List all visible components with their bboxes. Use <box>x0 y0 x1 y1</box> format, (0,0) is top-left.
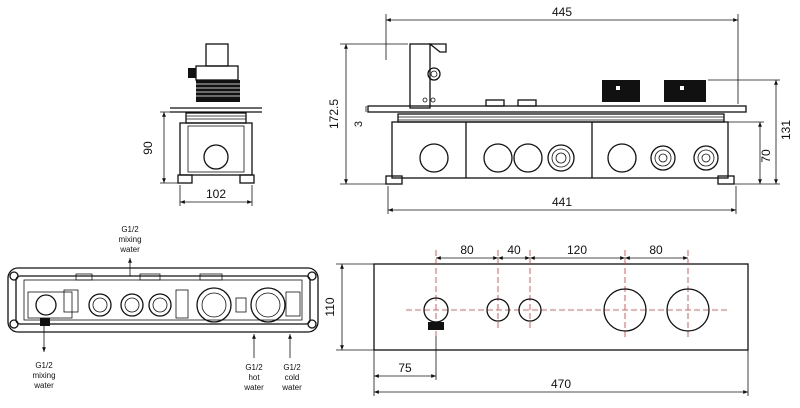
front-knob-left <box>602 80 640 102</box>
note-bottom-mixing-3: water <box>33 381 54 390</box>
note-bottom-mixing-2: mixing <box>32 371 55 380</box>
dim-front-right-lower: 70 <box>759 149 773 163</box>
side-cartridge-top <box>205 43 229 67</box>
note-hot-1: G1/2 <box>245 363 263 372</box>
dim-plate-spacing-4: 80 <box>649 243 663 257</box>
side-port-circle <box>203 144 229 170</box>
note-cold-2: cold <box>285 373 300 382</box>
dim-front-total-height: 172.5 <box>327 99 341 129</box>
front-port-6 <box>650 145 676 171</box>
dim-plate-width: 470 <box>551 377 571 391</box>
plate-button-1 <box>486 298 510 322</box>
note-bottom-mixing-1: G1/2 <box>35 361 53 370</box>
note-cold-3: water <box>281 383 302 392</box>
internal-outer-frame <box>7 267 319 333</box>
plate-button-2 <box>518 298 542 322</box>
side-view: 90 102 <box>141 43 262 206</box>
note-cold-1: G1/2 <box>283 363 301 372</box>
dim-side-width: 102 <box>206 187 226 201</box>
note-hot-3: water <box>243 383 264 392</box>
dim-plate-spacing-1: 80 <box>460 243 474 257</box>
faceplate <box>373 263 749 351</box>
plate-view: 80 40 120 80 110 75 470 <box>323 243 749 396</box>
front-port-5 <box>607 143 637 173</box>
dim-front-bottom-width: 441 <box>552 195 572 209</box>
note-top-mixing-3: water <box>119 245 140 254</box>
dim-front-right-height: 131 <box>779 120 793 140</box>
dim-plate-height: 110 <box>323 297 337 316</box>
front-port-4 <box>547 144 575 172</box>
note-hot-2: hot <box>248 373 260 382</box>
dim-front-top-width: 445 <box>552 5 572 19</box>
side-cartridge-body <box>195 65 239 81</box>
front-lever <box>409 43 431 109</box>
dim-front-gap: 3 <box>353 121 365 127</box>
front-port-7 <box>693 145 719 171</box>
front-body <box>391 121 729 179</box>
side-knob-marker <box>188 68 196 78</box>
front-view: 445 172.5 3 131 70 441 <box>327 5 793 214</box>
front-port-2 <box>483 143 513 173</box>
front-knob-right <box>664 80 706 102</box>
dim-plate-offset: 75 <box>398 361 412 375</box>
front-port-3 <box>513 143 543 173</box>
plate-diverter-handle <box>428 322 444 330</box>
plate-knob-right <box>666 288 710 332</box>
note-top-mixing-1: G1/2 <box>121 225 139 234</box>
internal-view: G1/2 mixing water G1/2 mixing water G1/2… <box>7 225 319 392</box>
side-thread-block <box>196 80 240 102</box>
front-mount-plate <box>367 105 747 113</box>
note-top-mixing-2: mixing <box>118 235 141 244</box>
dim-plate-spacing-3: 120 <box>567 243 587 257</box>
dim-plate-spacing-2: 40 <box>507 243 521 257</box>
plate-knob-left <box>603 288 647 332</box>
front-port-1 <box>419 143 449 173</box>
side-body <box>179 122 253 176</box>
dim-side-height: 90 <box>141 141 155 155</box>
